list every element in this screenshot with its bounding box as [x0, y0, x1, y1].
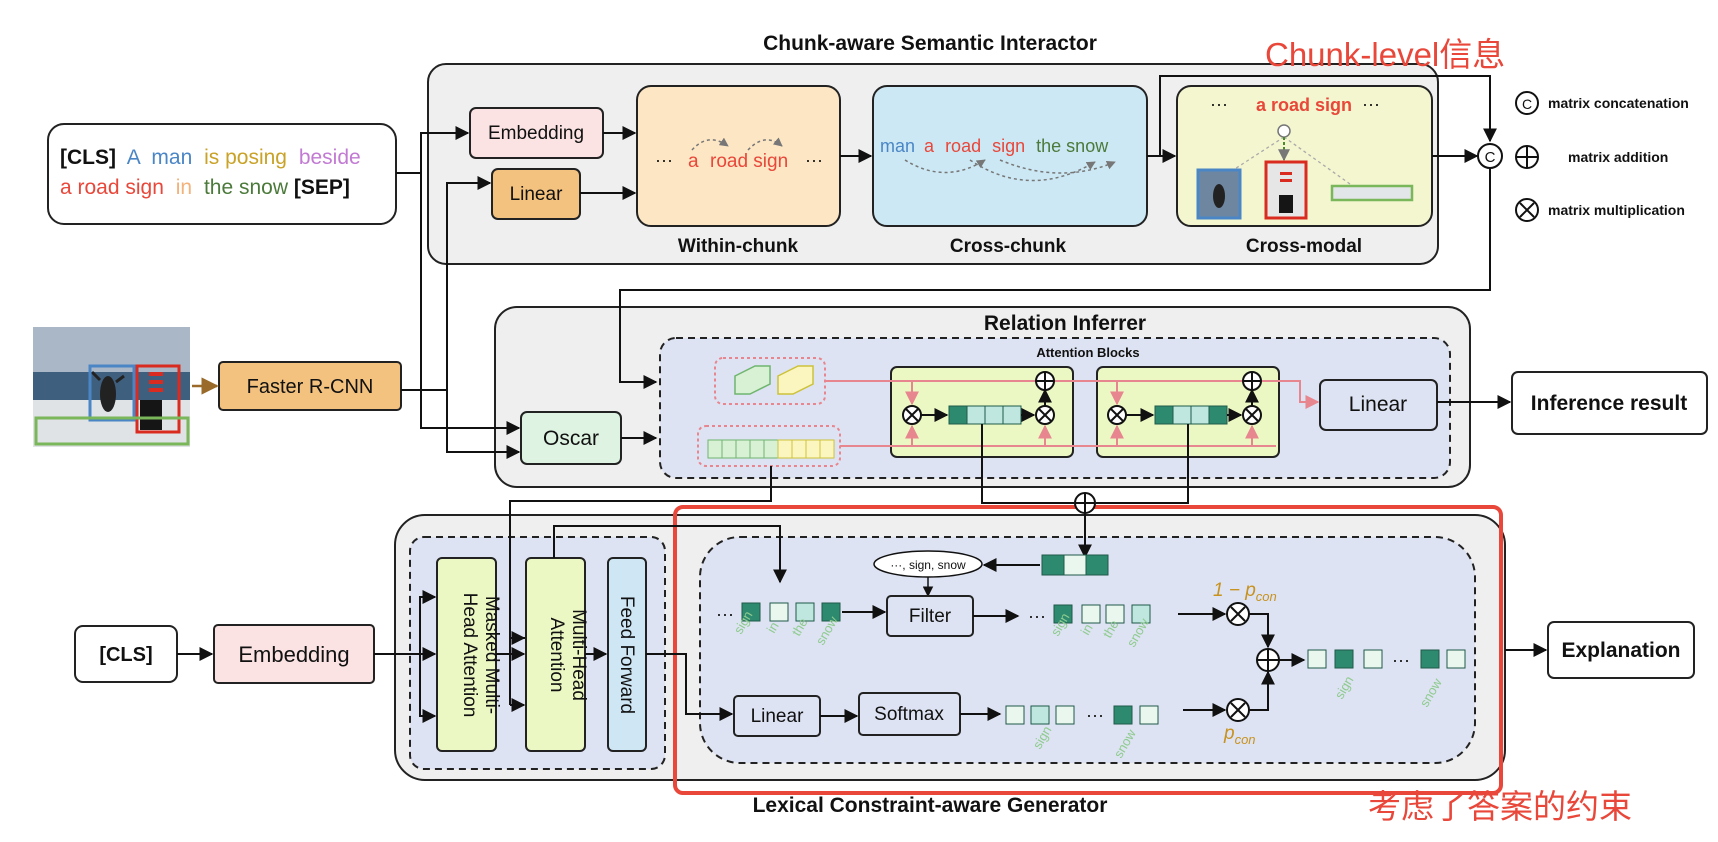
filter-label: Filter — [909, 606, 952, 627]
svg-text:···: ··· — [1086, 705, 1104, 725]
word-in: in — [176, 176, 192, 199]
sep-token: [SEP] — [294, 176, 350, 199]
svg-text:a: a — [688, 151, 699, 172]
svg-text:···: ··· — [805, 150, 823, 170]
svg-text:C: C — [1485, 149, 1496, 166]
softmax-tokens — [1005, 705, 1159, 725]
explanation-box — [1547, 621, 1695, 679]
input-image — [33, 327, 190, 447]
inferrer-title: Relation Inferrer — [984, 312, 1146, 335]
pcon-label: pcon — [1223, 723, 1256, 747]
attention-blocks-title: Attention Blocks — [1036, 345, 1139, 360]
block1-vector — [948, 405, 1022, 425]
svg-text:a road sign: a road sign — [1256, 95, 1352, 115]
cross-chunk-panel — [872, 85, 1148, 227]
cls-bottom-label: [CLS] — [99, 644, 152, 666]
svg-text:···: ··· — [1362, 94, 1380, 114]
explanation-label: Explanation — [1561, 639, 1680, 662]
svg-text:···: ··· — [655, 150, 673, 170]
svg-text:road sign: road sign — [710, 151, 788, 172]
constraint-vector — [1041, 554, 1109, 576]
word-beside: beside — [299, 146, 361, 169]
interactor-title: Chunk-aware Semantic Interactor — [763, 32, 1097, 55]
svg-text:man a road sign: man a road sign the snow — [880, 136, 1109, 156]
embedding-top-label: Embedding — [488, 123, 584, 144]
legend-addition-label: matrix addition — [1568, 149, 1668, 165]
svg-text:C: C — [1522, 96, 1532, 112]
softmax-label: Softmax — [874, 704, 944, 725]
cross-modal-label: Cross-modal — [1246, 236, 1362, 257]
output-tokens — [1307, 649, 1466, 669]
filtered-tokens — [1053, 604, 1151, 624]
svg-text:···: ··· — [716, 604, 734, 624]
faster-rcnn-label: Faster R-CNN — [247, 376, 374, 398]
word-a: A — [127, 146, 141, 169]
linear-top-label: Linear — [510, 184, 563, 205]
inference-result-label: Inference result — [1531, 392, 1687, 415]
word-the-snow: the snow — [204, 176, 289, 199]
svg-text:···: ··· — [1210, 94, 1228, 114]
chunk-tokens — [734, 365, 814, 395]
generator-title: Lexical Constraint-aware Generator — [753, 794, 1108, 817]
word-is-posing: is posing — [204, 146, 287, 169]
rcnn-to-linear-arrow — [401, 176, 492, 391]
faster-rcnn-box — [218, 361, 402, 411]
within-chunk-label: Within-chunk — [678, 236, 799, 257]
svg-text:···: ··· — [1028, 606, 1046, 626]
sentence-to-oscar-arrow — [420, 173, 521, 435]
legend-multiplication-label: matrix multiplication — [1548, 202, 1685, 218]
linear-infer-label: Linear — [1349, 393, 1407, 416]
rcnn-to-oscar-arrow — [446, 390, 521, 459]
legend-concat-label: matrix concatenation — [1548, 95, 1689, 111]
keyword-bubble-label: ···, sign, snow — [890, 558, 966, 572]
one-minus-pcon-label: 1 − pcon — [1213, 580, 1277, 604]
constraint-annotation: 考虑了答案的约束 — [1368, 788, 1632, 825]
inference-result-box — [1511, 371, 1708, 435]
generator-input-tokens — [741, 602, 841, 622]
svg-text:Multi-HeadAttention: Multi-HeadAttention — [546, 609, 589, 701]
svg-text:···: ··· — [1392, 650, 1410, 670]
word-road-sign: a road sign — [60, 176, 164, 199]
svg-text:Masked Multi-Head Attention: Masked Multi-Head Attention — [459, 593, 502, 718]
oscar-label: Oscar — [543, 427, 599, 450]
sentence-to-embedding-arrow — [420, 126, 470, 173]
cross-chunk-label: Cross-chunk — [950, 236, 1067, 257]
input-sentence-line1: [CLS] A man is posing beside — [60, 146, 361, 169]
block2-vector — [1154, 405, 1228, 425]
input-sentence-box — [47, 123, 397, 225]
token-sequence — [707, 439, 835, 459]
feed-forward-label: Feed Forward — [616, 596, 637, 714]
linear-infer-box — [1319, 379, 1438, 431]
cls-token: [CLS] — [60, 146, 116, 169]
interactor-to-inferrer-arrow — [619, 168, 1491, 389]
input-sentence-line2: a road sign in the snow [SEP] — [60, 176, 350, 199]
linear-gen-label: Linear — [751, 706, 804, 727]
word-man: man — [151, 146, 192, 169]
embedding-bottom-label: Embedding — [238, 642, 349, 667]
legend: C matrix concatenation matrix addition m… — [1515, 91, 1689, 222]
chunk-level-annotation: Chunk-level信息 — [1265, 36, 1505, 73]
